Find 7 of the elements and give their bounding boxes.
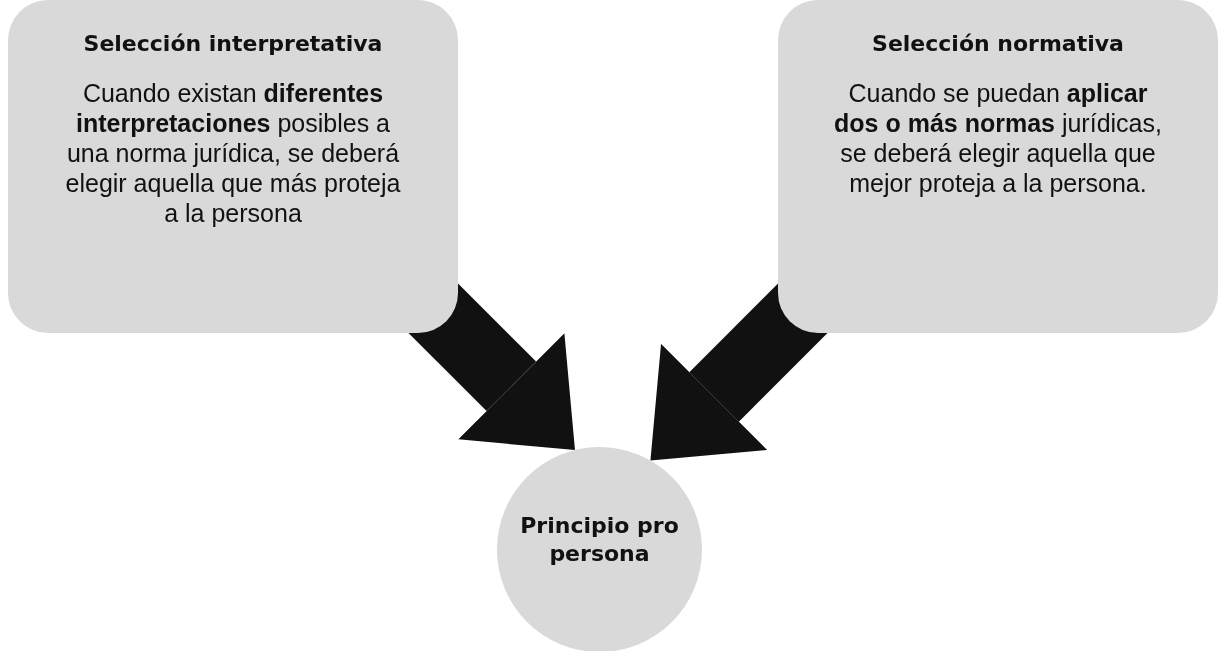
heading: Principio pro persona <box>519 512 680 567</box>
description: Cuando existan diferentes interpretaciones posibles a una norma jurídica, se deberá elegir aquella que más proteja a la persona <box>64 77 402 228</box>
heading: Selección interpretativa <box>83 30 383 58</box>
rounded-box <box>778 0 1218 333</box>
description: Cuando se puedan aplicar dos o más normas jurídicas, se deberá elegir aquella que mejor proteja a la persona. <box>833 77 1163 198</box>
rounded-box <box>8 0 458 333</box>
heading: Selección normativa <box>872 30 1124 58</box>
